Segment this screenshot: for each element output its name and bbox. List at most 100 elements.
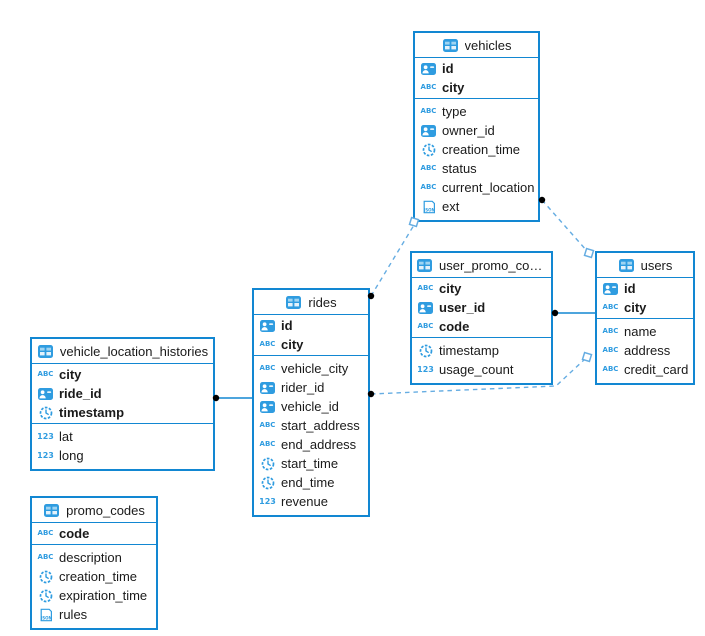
column-row-creation_time: creation_time <box>415 140 538 159</box>
column-row-timestamp: timestamp <box>32 403 213 422</box>
column-label: status <box>442 161 477 176</box>
svg-text:JSON: JSON <box>39 615 51 620</box>
column-label: credit_card <box>624 362 689 377</box>
column-row-revenue: 123 revenue <box>254 492 368 511</box>
id-badge-icon <box>259 381 276 394</box>
abc-icon: ABC <box>417 322 434 330</box>
clock-icon <box>420 143 437 157</box>
column-label: id <box>281 318 293 333</box>
table-title: users <box>640 257 673 273</box>
id-badge-icon <box>602 282 619 295</box>
id-badge-icon <box>37 387 54 400</box>
column-label: description <box>59 550 122 565</box>
column-label: city <box>439 281 462 296</box>
column-label: end_time <box>281 475 335 490</box>
relation-endpoint-square <box>583 247 595 259</box>
relation-endpoint-square <box>581 351 593 363</box>
id-badge-icon <box>259 319 276 332</box>
json-icon: JSON <box>37 608 54 622</box>
column-row-creation_time: creation_time <box>32 567 156 586</box>
column-label: owner_id <box>442 123 495 138</box>
column-label: name <box>624 324 657 339</box>
abc-icon: ABC <box>602 303 619 311</box>
abc-icon: ABC <box>37 370 54 378</box>
id-badge-icon <box>417 301 434 314</box>
table-header-users[interactable]: users <box>597 253 693 278</box>
column-label: rider_id <box>281 380 325 395</box>
column-row-credit_card: ABC credit_card <box>597 360 693 379</box>
abc-icon: ABC <box>37 553 54 561</box>
relation-line-rides-vehicles <box>370 224 415 297</box>
table-header-promo_codes[interactable]: promo_codes <box>32 498 156 523</box>
column-label: timestamp <box>439 343 499 358</box>
column-label: timestamp <box>59 405 125 420</box>
column-label: usage_count <box>439 362 514 377</box>
relation-line-vehicles-users <box>541 199 588 252</box>
table-icon <box>37 344 54 358</box>
abc-icon: ABC <box>420 83 437 91</box>
column-label: lat <box>59 429 73 444</box>
id-badge-icon <box>420 124 437 137</box>
num-icon: 123 <box>37 431 54 441</box>
column-row-rider_id: rider_id <box>254 378 368 397</box>
column-label: start_time <box>281 456 339 471</box>
column-label: rules <box>59 607 88 622</box>
column-row-id: id <box>254 316 368 335</box>
column-row-expiration_time: expiration_time <box>32 586 156 605</box>
column-label: ext <box>442 199 460 214</box>
clock-icon <box>417 344 434 358</box>
column-row-user_id: user_id <box>412 298 551 317</box>
table-title: promo_codes <box>66 502 145 518</box>
abc-icon: ABC <box>420 107 437 115</box>
column-label: revenue <box>281 494 328 509</box>
table-header-rides[interactable]: rides <box>254 290 368 315</box>
column-row-lat: 123 lat <box>32 427 213 446</box>
column-label: vehicle_city <box>281 361 349 376</box>
clock-icon <box>259 457 276 471</box>
columns-section: ABC description creation_time expiration_ti… <box>32 545 156 628</box>
table-header-vehicles[interactable]: vehicles <box>415 33 538 58</box>
table-title: rides <box>308 294 337 310</box>
abc-icon: ABC <box>420 183 437 191</box>
num-icon: 123 <box>37 450 54 460</box>
id-badge-icon <box>259 400 276 413</box>
column-row-timestamp: timestamp <box>412 341 551 360</box>
column-label: expiration_time <box>59 588 148 603</box>
abc-icon: ABC <box>602 365 619 373</box>
num-icon: 123 <box>259 496 276 506</box>
table-header-user_promo_codes[interactable]: user_promo_codes <box>412 253 551 278</box>
column-label: creation_time <box>59 569 138 584</box>
table-title: vehicle_location_histories <box>59 343 209 359</box>
abc-icon: ABC <box>259 340 276 348</box>
abc-icon: ABC <box>259 421 276 429</box>
column-label: address <box>624 343 671 358</box>
table-header-vehicle_location_histories[interactable]: vehicle_location_histories <box>32 339 213 364</box>
id-badge-icon <box>420 62 437 75</box>
table-icon <box>43 503 60 517</box>
column-label: creation_time <box>442 142 521 157</box>
